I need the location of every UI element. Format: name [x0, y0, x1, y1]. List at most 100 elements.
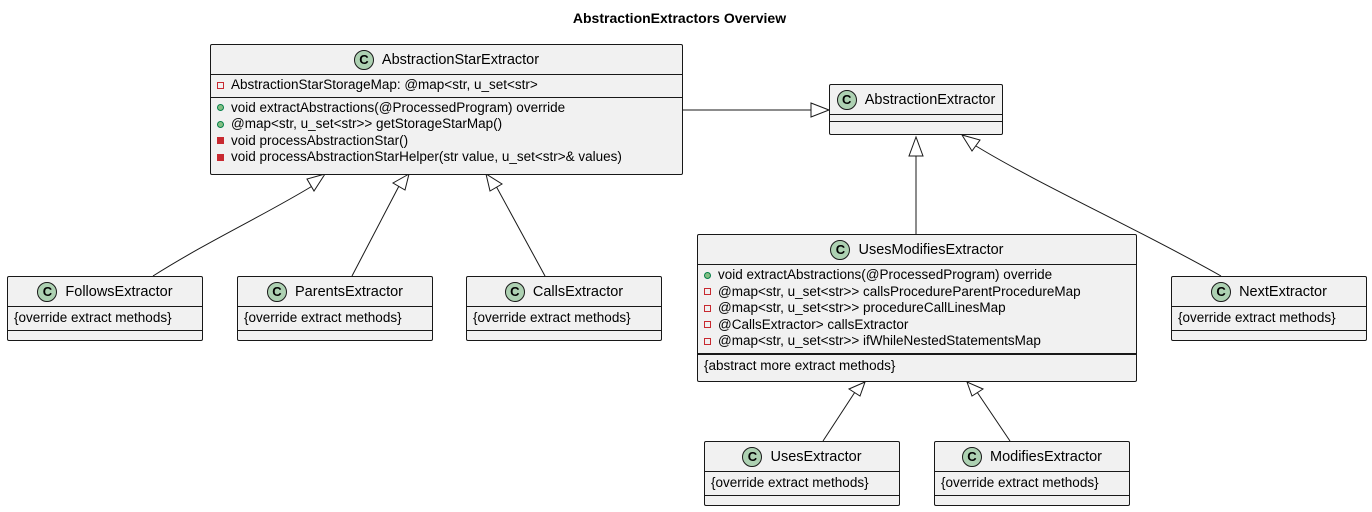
empty-section: [238, 331, 432, 338]
body-text: {override extract methods}: [1178, 310, 1336, 325]
class-header: C AbstractionStarExtractor: [211, 45, 682, 75]
class-uses-extractor[interactable]: C UsesExtractor {override extract method…: [704, 441, 900, 506]
body-section: {override extract methods}: [1172, 307, 1366, 331]
class-icon: C: [37, 281, 58, 302]
method-text: void extractAbstractions(@ProcessedProgr…: [231, 99, 566, 115]
arrowhead-star-to-abstraction: [810, 102, 831, 118]
empty-section: [1172, 331, 1366, 338]
private-field-icon: [704, 304, 711, 312]
empty-section: [467, 331, 661, 338]
class-name: UsesExtractor: [770, 448, 862, 465]
arrowhead-uses-to-usesmodifies: [847, 381, 866, 397]
class-next-extractor[interactable]: C NextExtractor {override extract method…: [1171, 276, 1367, 341]
field-row: AbstractionStarStorageMap: @map<str, u_s…: [217, 77, 676, 94]
member-text: @map<str, u_set<str>> procedureCallLines…: [718, 300, 1006, 315]
method-row: void extractAbstractions(@ProcessedProgr…: [704, 267, 1130, 284]
class-abstraction-star-extractor[interactable]: C AbstractionStarExtractor AbstractionSt…: [210, 44, 683, 175]
class-name: AbstractionStarExtractor: [381, 51, 540, 68]
field-row: @map<str, u_set<str>> callsProcedurePare…: [704, 284, 1130, 301]
member-text: @map<str, u_set<str>> ifWhileNestedState…: [718, 333, 1041, 348]
edge-parents-to-star: [351, 185, 400, 277]
class-name: ParentsExtractor: [295, 283, 403, 300]
fields-section: [830, 115, 1002, 122]
class-parents-extractor[interactable]: C ParentsExtractor {override extract met…: [237, 276, 433, 341]
field-row: @map<str, u_set<str>> ifWhileNestedState…: [704, 333, 1130, 350]
method-row: void processAbstractionStarHelper(str va…: [217, 149, 676, 166]
arrowhead-follows-to-star: [306, 173, 327, 192]
class-header: C AbstractionExtractor: [830, 85, 1002, 115]
body-section: {abstract more extract methods}: [698, 355, 1136, 378]
class-name: UsesModifiesExtractor: [858, 241, 1004, 258]
body-text: {override extract methods}: [244, 310, 402, 325]
arrowhead-next-to-abstraction: [960, 134, 981, 152]
arrowhead-calls-to-star: [485, 172, 503, 192]
body-text: {override extract methods}: [473, 310, 631, 325]
body-section: {override extract methods}: [467, 307, 661, 331]
body-text: {override extract methods}: [711, 475, 869, 490]
class-name: FollowsExtractor: [65, 283, 173, 300]
empty-section: [935, 496, 1129, 503]
class-icon: C: [961, 446, 982, 467]
class-icon: C: [1211, 281, 1232, 302]
private-field-icon: [217, 81, 224, 89]
class-header: C ModifiesExtractor: [935, 442, 1129, 472]
class-header: C FollowsExtractor: [8, 277, 202, 307]
class-header: C UsesExtractor: [705, 442, 899, 472]
class-icon: C: [836, 89, 857, 110]
method-row: void extractAbstractions(@ProcessedProgr…: [217, 100, 676, 117]
member-text: @map<str, u_set<str>> callsProcedurePare…: [718, 283, 1081, 299]
class-icon: C: [353, 49, 374, 70]
body-text: {override extract methods}: [941, 475, 1099, 490]
method-text: void processAbstractionStar(): [231, 132, 409, 148]
edge-next-to-abstraction: [975, 145, 1222, 277]
private-method-icon: [217, 137, 224, 145]
edge-uses-to-usesmodifies: [822, 391, 856, 442]
methods-section: [830, 122, 1002, 129]
class-header: C CallsExtractor: [467, 277, 661, 307]
class-icon: C: [267, 281, 287, 302]
arrowhead-modifies-to-usesmodifies: [966, 381, 985, 397]
edge-follows-to-star: [152, 184, 315, 277]
member-text: @CallsExtractor> callsExtractor: [718, 316, 909, 332]
body-section: {override extract methods}: [705, 472, 899, 496]
class-icon: C: [504, 281, 525, 302]
class-header: C ParentsExtractor: [238, 277, 432, 307]
member-text: void extractAbstractions(@ProcessedProgr…: [718, 267, 1053, 282]
field-row: @CallsExtractor> callsExtractor: [704, 317, 1130, 334]
class-calls-extractor[interactable]: C CallsExtractor {override extract metho…: [466, 276, 662, 341]
body-text: {abstract more extract methods}: [704, 357, 896, 373]
method-text: @map<str, u_set<str>> getStorageStarMap(…: [231, 116, 503, 131]
field-row: @map<str, u_set<str>> procedureCallLines…: [704, 300, 1130, 317]
class-icon: C: [742, 446, 763, 467]
class-name: ModifiesExtractor: [989, 448, 1102, 465]
body-text: {override extract methods}: [14, 310, 172, 325]
class-name: AbstractionExtractor: [864, 91, 996, 108]
edge-modifies-to-usesmodifies: [976, 391, 1011, 442]
method-row: void processAbstractionStar(): [217, 133, 676, 150]
public-method-icon: [217, 120, 224, 128]
class-name: CallsExtractor: [532, 283, 624, 300]
diagram-title: AbstractionExtractors Overview: [572, 10, 787, 26]
field-text: AbstractionStarStorageMap: @map<str, u_s…: [231, 77, 538, 92]
private-method-icon: [217, 153, 224, 161]
members-section: void extractAbstractions(@ProcessedProgr…: [698, 265, 1136, 355]
body-section: {override extract methods}: [8, 307, 202, 331]
private-field-icon: [704, 288, 711, 296]
methods-section: void extractAbstractions(@ProcessedProgr…: [211, 98, 682, 169]
method-text: void processAbstractionStarHelper(str va…: [231, 149, 622, 164]
class-header: C UsesModifiesExtractor: [698, 235, 1136, 265]
class-abstraction-extractor[interactable]: C AbstractionExtractor: [829, 84, 1003, 135]
class-uses-modifies-extractor[interactable]: C UsesModifiesExtractor void extractAbst…: [697, 234, 1137, 382]
class-name: NextExtractor: [1239, 283, 1327, 300]
public-method-icon: [704, 271, 711, 279]
arrowhead-usesmodifies-to-abstraction: [908, 135, 924, 157]
empty-section: [8, 331, 202, 338]
class-follows-extractor[interactable]: C FollowsExtractor {override extract met…: [7, 276, 203, 341]
class-icon: C: [830, 239, 851, 260]
body-section: {override extract methods}: [935, 472, 1129, 496]
class-header: C NextExtractor: [1172, 277, 1366, 307]
class-modifies-extractor[interactable]: C ModifiesExtractor {override extract me…: [934, 441, 1130, 506]
empty-section: [705, 496, 899, 503]
fields-section: AbstractionStarStorageMap: @map<str, u_s…: [211, 75, 682, 98]
